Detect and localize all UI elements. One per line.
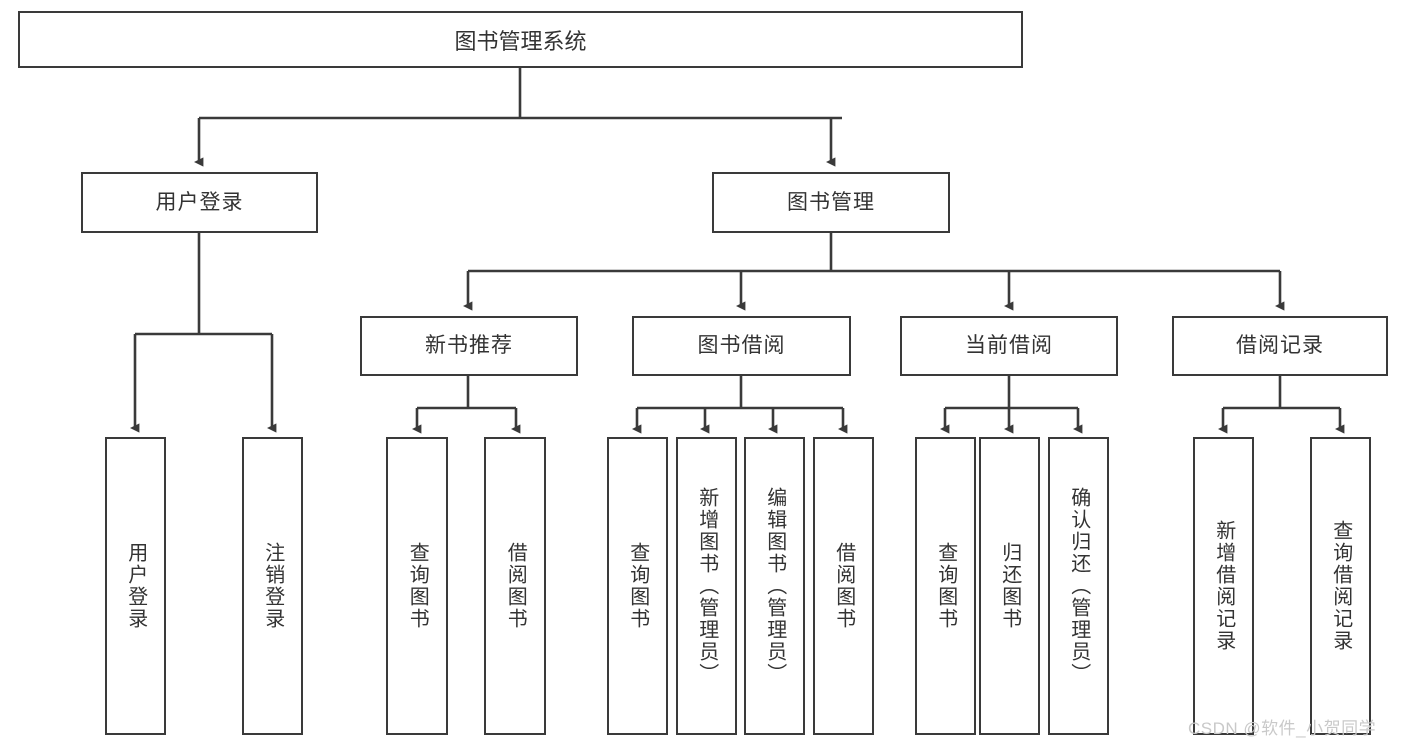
node-label: 当前借阅 (965, 334, 1053, 358)
leaf-query-book-current[interactable]: 查询图书 (915, 437, 976, 735)
leaf-return-book[interactable]: 归还图书 (979, 437, 1040, 735)
node-new-book-recommend[interactable]: 新书推荐 (360, 316, 578, 376)
node-label: 注销登录 (261, 542, 284, 630)
leaf-logout[interactable]: 注销登录 (242, 437, 303, 735)
node-label: 查询图书 (406, 542, 429, 630)
node-current-borrow[interactable]: 当前借阅 (900, 316, 1118, 376)
node-label: 新增图书（管理员） (695, 487, 718, 685)
node-label: 图书管理 (787, 190, 875, 214)
leaf-confirm-return-admin[interactable]: 确认归还（管理员） (1048, 437, 1109, 735)
leaf-borrow-book[interactable]: 借阅图书 (813, 437, 874, 735)
leaf-add-book-admin[interactable]: 新增图书（管理员） (676, 437, 737, 735)
node-label: 借阅图书 (832, 542, 855, 630)
node-label: 确认归还（管理员） (1067, 487, 1090, 685)
node-label: 借阅图书 (504, 542, 527, 630)
node-label: 查询借阅记录 (1329, 520, 1352, 652)
node-label: 新增借阅记录 (1212, 520, 1235, 652)
node-user-login[interactable]: 用户登录 (81, 172, 318, 233)
leaf-edit-book-admin[interactable]: 编辑图书（管理员） (744, 437, 805, 735)
watermark: CSDN @软件_小贺同学 (1188, 719, 1377, 738)
node-label: 编辑图书（管理员） (763, 487, 786, 685)
leaf-query-book-recommend[interactable]: 查询图书 (386, 437, 448, 735)
leaf-user-login[interactable]: 用户登录 (105, 437, 166, 735)
node-label: 图书借阅 (697, 334, 786, 358)
node-label: 用户登录 (124, 542, 147, 630)
node-borrow-record[interactable]: 借阅记录 (1172, 316, 1388, 376)
node-label: 查询图书 (934, 542, 957, 630)
node-label: 图书管理系统 (454, 28, 587, 54)
leaf-add-borrow-record[interactable]: 新增借阅记录 (1193, 437, 1254, 735)
node-book-management[interactable]: 图书管理 (712, 172, 950, 233)
node-label: 新书推荐 (425, 334, 513, 358)
node-label: 归还图书 (998, 542, 1021, 630)
node-book-borrow[interactable]: 图书借阅 (632, 316, 851, 376)
leaf-query-book-borrow[interactable]: 查询图书 (607, 437, 668, 735)
node-label: 借阅记录 (1236, 334, 1324, 358)
leaf-query-borrow-record[interactable]: 查询借阅记录 (1310, 437, 1371, 735)
node-label: 用户登录 (155, 190, 244, 214)
node-label: 查询图书 (626, 542, 649, 630)
node-root[interactable]: 图书管理系统 (18, 11, 1023, 68)
leaf-borrow-book-recommend[interactable]: 借阅图书 (484, 437, 546, 735)
